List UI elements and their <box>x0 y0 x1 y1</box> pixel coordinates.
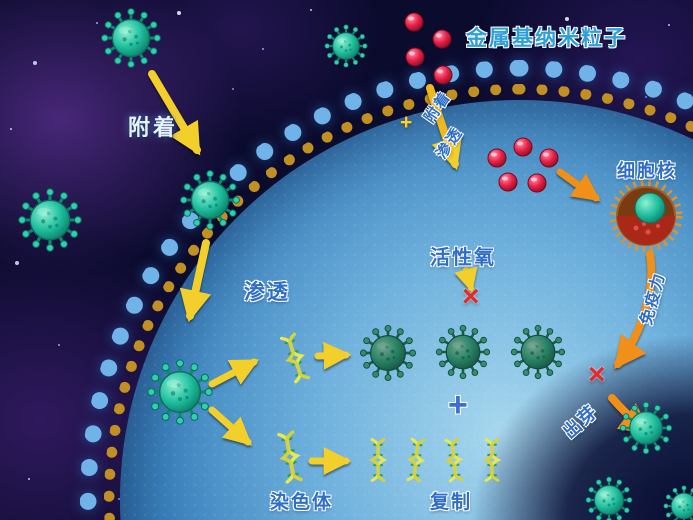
label-attachment: 附着 <box>128 115 179 140</box>
label-chromosome: 染色体 <box>270 492 334 513</box>
virus-icon <box>662 484 693 520</box>
corner-shade <box>380 250 693 520</box>
arrow-virus-to-chromosome <box>208 406 253 446</box>
nanoparticle-icon <box>539 148 559 168</box>
virus-icon <box>100 7 162 69</box>
nanoparticle-icon <box>405 47 425 67</box>
dna-helix-icon <box>279 332 311 384</box>
virus-icon <box>17 187 83 253</box>
virus-icon <box>359 324 417 382</box>
dna-helix-icon <box>277 430 303 484</box>
virus-icon <box>323 23 369 69</box>
label-nanoparticles-title: 金属基纳米粒子 <box>466 27 627 50</box>
arrow-penetrate <box>179 239 212 323</box>
label-nucleus: 细胞核 <box>617 161 677 181</box>
arrow-nano-entry <box>426 84 463 171</box>
plus-symbol: + <box>400 111 413 134</box>
virus-icon <box>179 169 241 231</box>
arrow-immunity <box>614 250 656 370</box>
dna-helix-icon <box>370 438 386 482</box>
nanoparticle-icon <box>432 29 452 49</box>
label-reactive-oxygen: 活性氧 <box>430 247 496 269</box>
nanoparticle-icon <box>498 172 518 192</box>
nanoparticle-icon <box>433 65 453 85</box>
nanoparticle-icon <box>513 137 533 157</box>
arrow-nano-to-nucleus <box>556 168 601 202</box>
arrow-virus-to-dna <box>208 358 259 388</box>
arrow-attach <box>148 70 201 156</box>
dna-helix-icon <box>484 438 500 482</box>
nanoparticle-icon <box>404 12 424 32</box>
nanoparticle-icon <box>487 148 507 168</box>
arrow-ros-down <box>454 266 478 293</box>
virus-icon <box>584 475 634 520</box>
dna-helix-icon <box>444 437 464 483</box>
virus-icon <box>146 358 214 426</box>
cell-nucleus-icon <box>609 179 683 253</box>
label-penetration: 渗透 <box>244 281 290 304</box>
virus-icon <box>510 324 566 380</box>
plus-symbol: + <box>448 386 468 424</box>
label-replication: 复制 <box>430 492 473 513</box>
inhibit-cross-symbol: × <box>462 280 480 313</box>
nanoparticle-icon <box>527 173 547 193</box>
dna-helix-icon <box>406 437 426 483</box>
inhibit-cross-symbol: × <box>588 358 606 391</box>
virus-icon <box>435 324 491 380</box>
arrow-dna-to-viruses <box>314 341 352 370</box>
